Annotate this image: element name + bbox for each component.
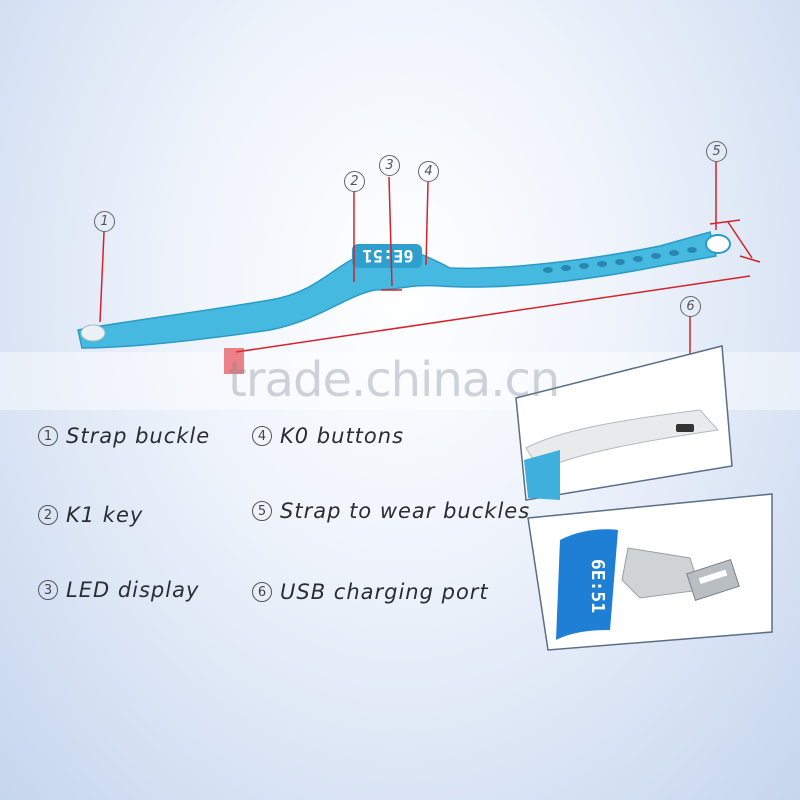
usb-charging-inset: 6E:51 — [527, 493, 773, 651]
led-display-panel — [352, 244, 422, 268]
legend-strap-buckle: 1 Strap buckle — [38, 424, 210, 448]
legend-number: 5 — [252, 501, 272, 521]
usb-plug-icon — [621, 547, 701, 599]
leader-lines — [99, 162, 761, 422]
legend-k1-key: 2 K1 key — [38, 503, 143, 527]
legend-usb-port: 6 USB charging port — [252, 580, 489, 604]
usb-port-icon — [676, 424, 694, 432]
legend-label: K0 buttons — [280, 424, 405, 448]
legend-number: 2 — [38, 505, 58, 525]
legend-label: Strap to wear buckles — [280, 499, 531, 523]
callout-4: 4 — [418, 161, 439, 182]
legend-label: USB charging port — [280, 580, 489, 604]
callout-2: 2 — [344, 171, 365, 192]
usb-port-inset — [515, 345, 733, 501]
legend-label: LED display — [66, 578, 200, 602]
legend-number: 3 — [38, 580, 58, 600]
legend-number: 4 — [252, 426, 272, 446]
usb-display-text: 6E:51 — [587, 559, 608, 613]
red-marker — [224, 348, 244, 374]
led-display-text: 6E:51 — [362, 245, 413, 265]
callout-5: 5 — [706, 141, 727, 162]
strap-buckle-end — [80, 324, 106, 342]
callout-3: 3 — [379, 155, 400, 176]
legend-wear-buckles: 5 Strap to wear buckles — [252, 499, 530, 523]
watermark-text: trade.china.cn — [228, 352, 560, 408]
legend-number: 1 — [38, 426, 58, 446]
wear-buckle-ring — [705, 234, 731, 254]
callout-1: 1 — [94, 211, 115, 232]
callout-6: 6 — [680, 296, 701, 317]
legend-label: K1 key — [66, 503, 144, 527]
legend-k0-buttons: 4 K0 buttons — [252, 424, 404, 448]
legend-led-display: 3 LED display — [38, 578, 199, 602]
strap-holes — [543, 247, 697, 273]
legend-number: 6 — [252, 582, 272, 602]
legend-label: Strap buckle — [66, 424, 211, 448]
